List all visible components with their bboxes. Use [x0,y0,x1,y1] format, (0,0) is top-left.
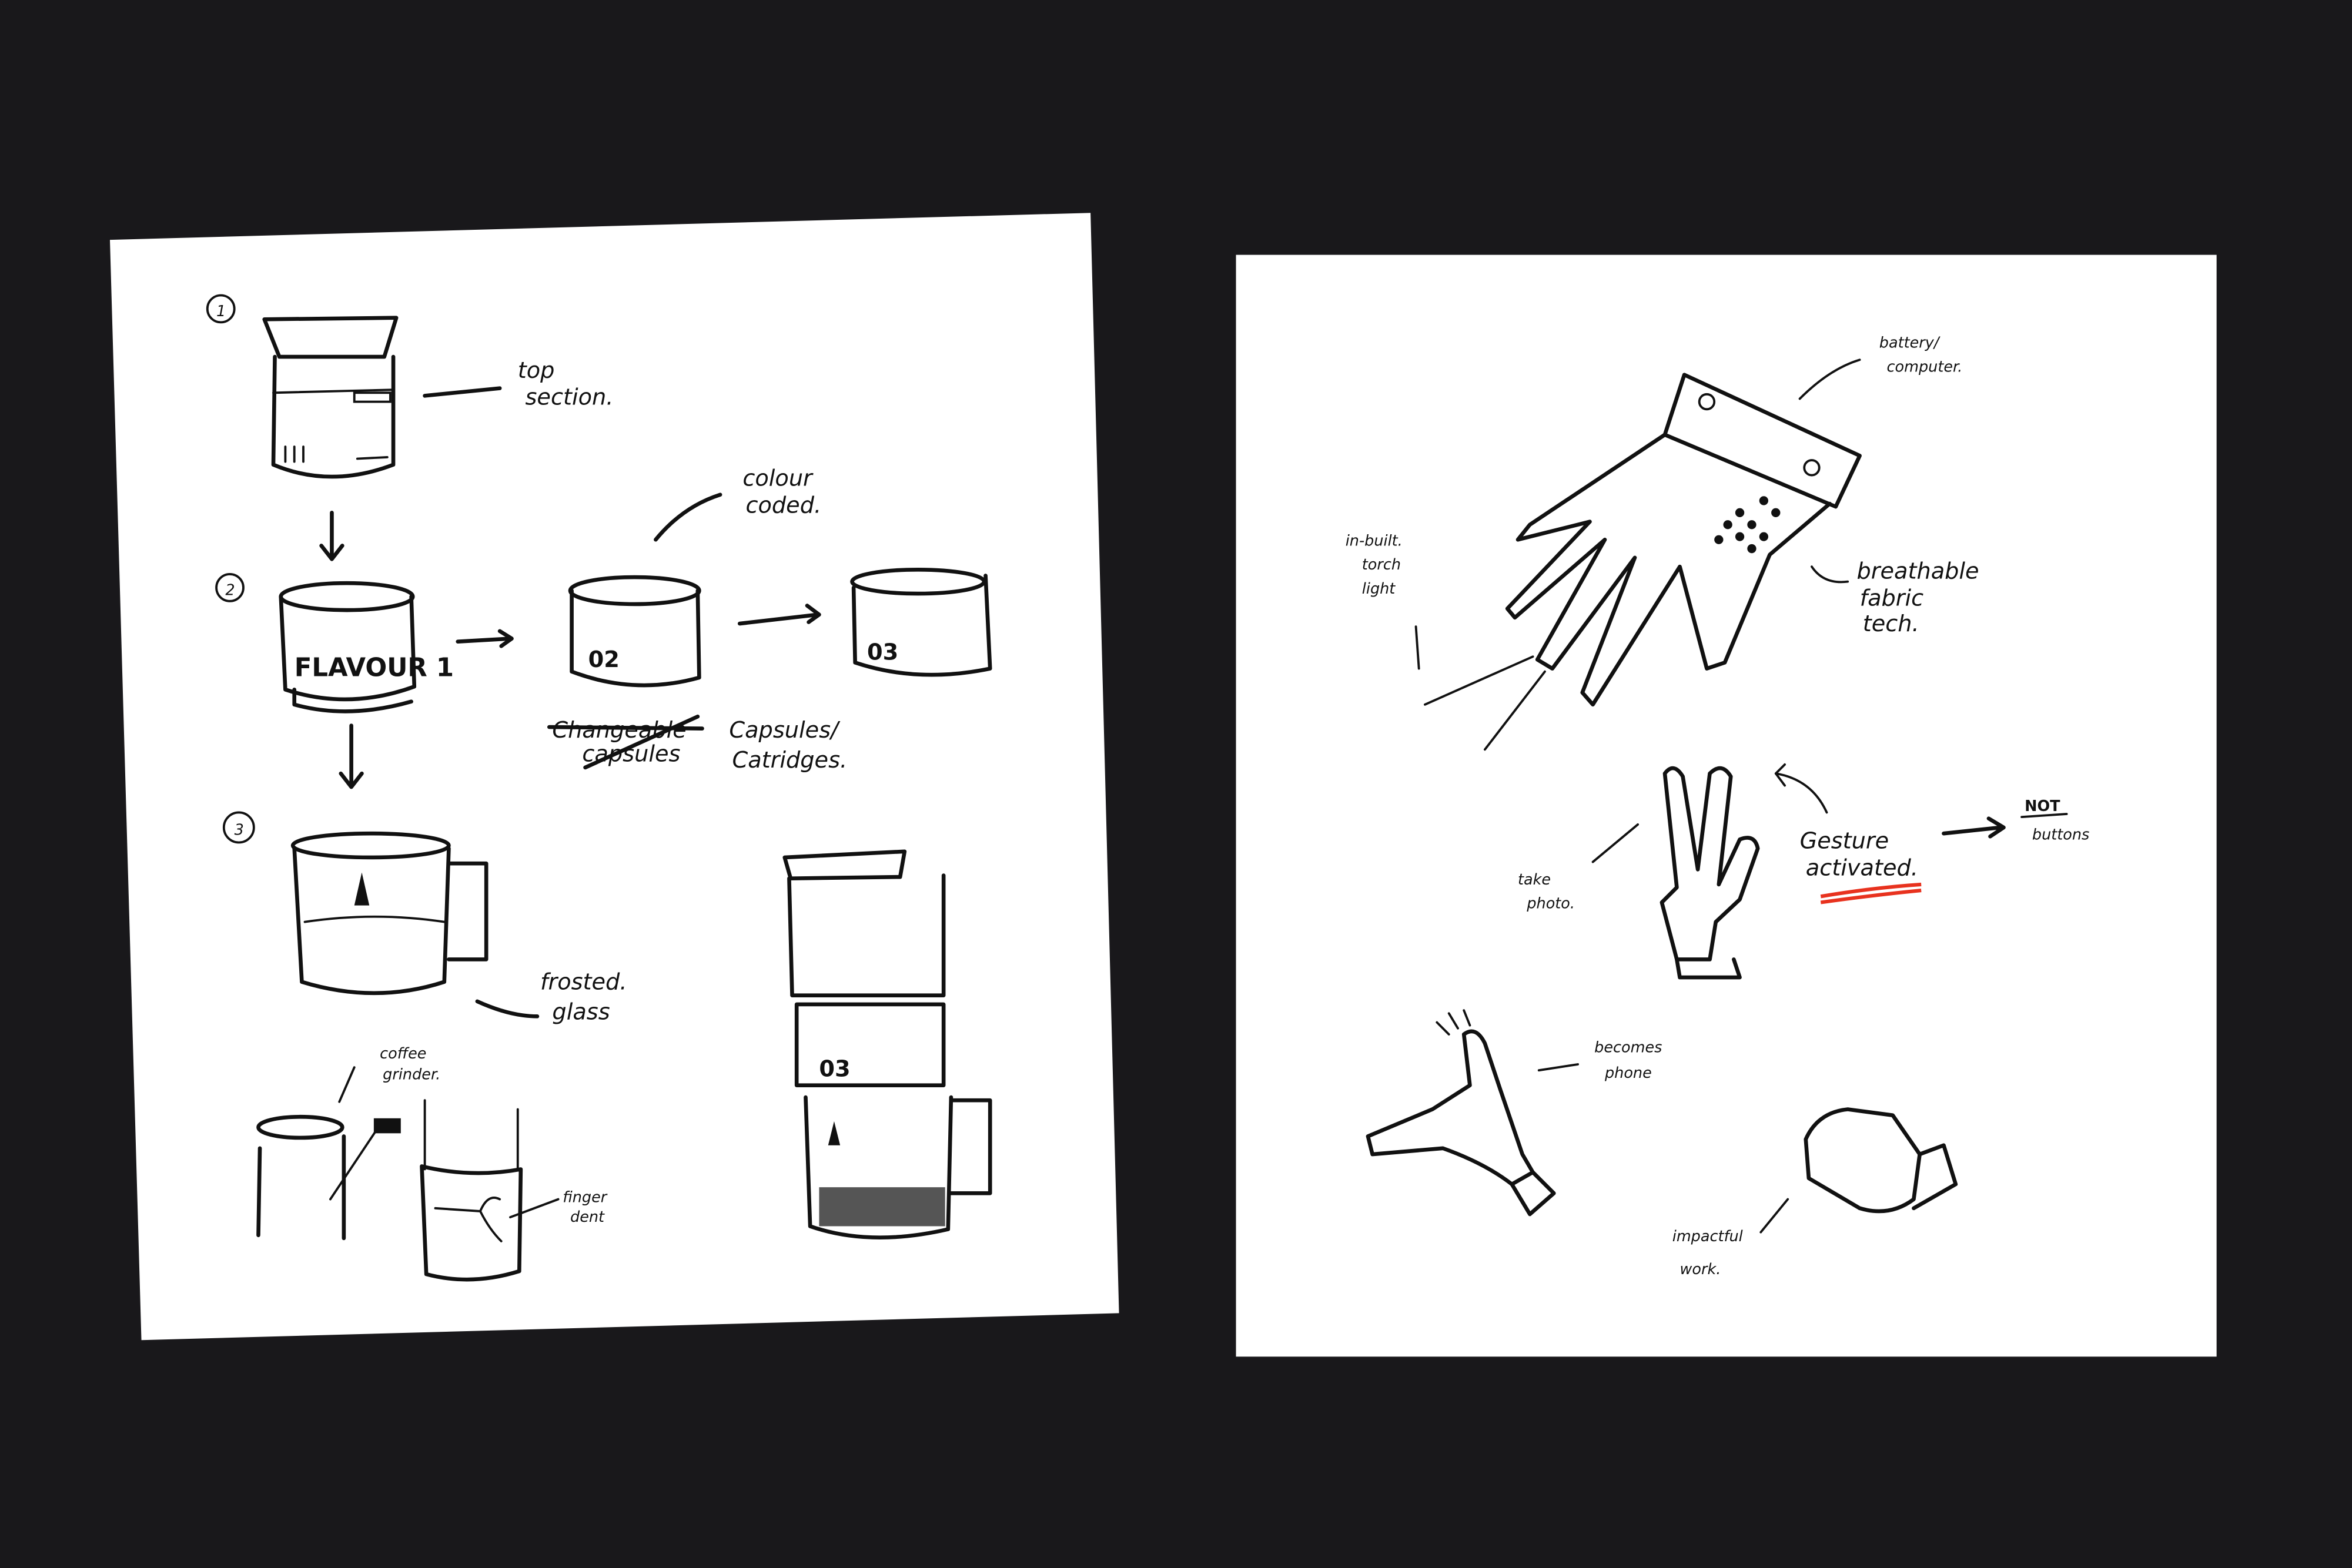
red-underline [1820,882,1922,904]
colour-coded-label: colour [742,465,814,491]
svg-text:03: 03 [867,639,898,665]
capsule-02: 02 [568,575,701,688]
top-section-label: top [518,357,555,384]
top-section-drawing [262,316,502,479]
buttons-label: buttons [2032,826,2089,843]
capsules-label: Capsules/ [729,717,841,743]
capsule-03: 03 [850,567,992,677]
finger-dent-label-line2: dent [570,1208,605,1226]
svg-text:03: 03 [819,1056,850,1082]
take-photo-label: take [1518,871,1551,889]
peace-sign-hand-drawing [1591,763,1828,980]
capsules-label-line2: Catridges. [732,747,848,773]
svg-text:1: 1 [216,303,226,320]
step-1-marker: 1 [206,294,236,324]
svg-text:2: 2 [225,582,235,599]
assembled-coffee-maker: 03 [782,849,992,1239]
svg-text:FLAVOUR 1: FLAVOUR 1 [295,653,454,682]
fabric-label-line2: fabric [1860,585,1924,611]
becomes-phone-label: becomes [1594,1039,1662,1057]
fabric-label-line3: tech. [1863,611,1919,637]
crossed-out-label: Changeable capsules [547,714,704,770]
take-photo-label-line2: photo. [1526,895,1575,913]
arrow-right-icon [456,629,514,648]
leader-line [654,492,722,542]
phone-gesture-hand-drawing [1366,1009,1579,1217]
coffee-grinder-label-line2: grinder. [383,1066,440,1083]
gesture-label: Gesture [1800,828,1889,855]
impactful-label: impactful [1672,1228,1743,1245]
fist-hand-drawing [1759,1107,1958,1234]
coffee-grinder-label: coffee [380,1045,426,1063]
colour-coded-label-line2: coded. [745,492,821,518]
not-label: NOT [2025,798,2060,815]
capsule-flavour-1: FLAVOUR 1 [279,581,454,713]
fabric-label: breathable [1857,558,1979,585]
frosted-glass-label: frosted. [540,969,627,995]
finger-dent-label: finger [563,1189,608,1207]
svg-text:3: 3 [235,822,244,839]
frosted-glass-mug [290,831,489,996]
arrow-down-icon [339,723,364,789]
battery-label: battery/ [1879,334,1941,352]
becomes-phone-label-line2: phone [1604,1064,1652,1082]
impactful-label-line2: work. [1680,1261,1721,1278]
smart-glove-sketch-page: battery/ computer. in-built. torch light… [1236,254,2217,1357]
battery-label-line2: computer. [1887,359,1963,376]
step-2-marker: 2 [215,572,245,602]
left-paper [109,213,1119,1341]
torch-label-line2: torch [1362,556,1401,574]
leader-line [475,999,540,1018]
coffee-maker-sketch-page: 1 2 3 top section. FLAVOUR 1 [109,213,1119,1341]
top-section-label-line2: section. [526,384,614,411]
glass-with-finger-dent [420,1099,560,1282]
step-3-marker: 3 [222,811,255,844]
torch-label-line3: light [1362,580,1396,598]
arrow-right-icon [1942,816,2006,839]
arrow-down-icon [319,511,344,561]
arrow-right-icon [737,604,821,626]
frosted-glass-label-line2: glass [552,999,610,1025]
not-underline [2020,813,2068,819]
smart-glove-drawing [1414,359,1862,751]
gesture-label-line2: activated. [1806,855,1918,882]
coffee-grinder-drawing [256,1066,401,1241]
svg-text:02: 02 [588,646,620,673]
torch-label: in-built. [1346,532,1403,550]
